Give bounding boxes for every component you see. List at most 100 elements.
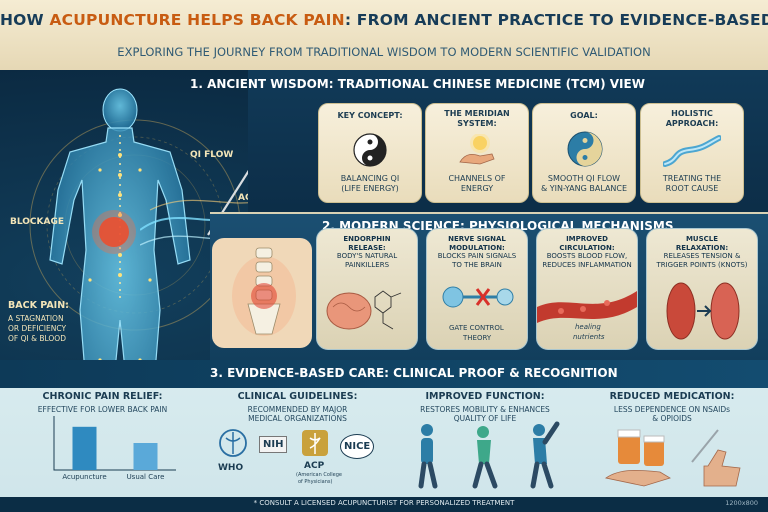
blockage-label: BLOCKAGE bbox=[10, 217, 65, 227]
evidence-col-medication: REDUCED MEDICATION: LESS DEPENDENCE ON N… bbox=[582, 388, 762, 498]
back-pain-line-1: A STAGNATION bbox=[8, 314, 64, 323]
chart-tick-label: Usual Care bbox=[127, 473, 165, 481]
title-part-1: HOW bbox=[0, 11, 50, 29]
pills-thumbs-up-icon bbox=[605, 429, 741, 487]
qi-flow-label: QI FLOW bbox=[190, 150, 234, 160]
title-part-2: : FROM ANCIENT PRACTICE TO EVIDENCE-BASE… bbox=[344, 11, 768, 29]
card-text: MUSCLE RELAXATION: RELEASES TENSION & TR… bbox=[647, 235, 757, 269]
card-body-line-2: (LIFE ENERGY) bbox=[341, 184, 399, 193]
acp-caduceus-icon bbox=[302, 430, 328, 456]
card-nerve-signal-modulation: NERVE SIGNAL MODULATION: BLOCKS PAIN SIG… bbox=[426, 228, 528, 350]
evidence-subheading-1: RESTORES MOBILITY & ENHANCES bbox=[420, 405, 550, 414]
lower-spine-icon bbox=[212, 238, 312, 348]
brain-molecule-icon bbox=[326, 290, 402, 330]
card-improved-circulation: IMPROVED CIRCULATION: BOOSTS BLOOD FLOW,… bbox=[536, 228, 638, 350]
card-line-4: PAINKILLERS bbox=[344, 260, 390, 269]
card-text: IMPROVED CIRCULATION: BOOSTS BLOOD FLOW,… bbox=[537, 235, 637, 269]
who-logo-icon bbox=[219, 429, 247, 457]
acp-note-1: (American College bbox=[296, 472, 342, 478]
chart-bar-acupuncture bbox=[72, 426, 97, 470]
evidence-heading: IMPROVED FUNCTION: bbox=[425, 391, 545, 402]
evidence-subheading-2: MEDICAL ORGANIZATIONS bbox=[248, 414, 347, 423]
card-line-1: MUSCLE bbox=[685, 235, 719, 243]
section-3-band bbox=[0, 360, 768, 388]
card-heading: HOLISTIC bbox=[671, 109, 713, 118]
header-banner bbox=[0, 0, 768, 70]
card-line-4: TO THE BRAIN bbox=[452, 260, 502, 269]
gate-control-caption-2: THEORY bbox=[463, 334, 492, 342]
evidence-subheading-1: LESS DEPENDENCE ON NSAIDs bbox=[613, 405, 731, 414]
section-3-title: 3. EVIDENCE-BASED CARE: CLINICAL PROOF &… bbox=[210, 366, 618, 380]
card-line-3: BODY'S NATURAL bbox=[336, 252, 398, 260]
evidence-col-function: IMPROVED FUNCTION: RESTORES MOBILITY & E… bbox=[395, 388, 575, 498]
section-1-title: 1. ANCIENT WISDOM: TRADITIONAL CHINESE M… bbox=[190, 77, 645, 91]
card-body-line-2: ROOT CAUSE bbox=[665, 184, 719, 193]
card-line-2: CIRCULATION: bbox=[559, 243, 615, 252]
footer-bar bbox=[0, 497, 768, 512]
healing-caption: healing bbox=[575, 323, 601, 331]
chart-axes bbox=[53, 416, 176, 471]
evidence-heading: CHRONIC PAIN RELIEF: bbox=[42, 391, 163, 402]
card-heading: KEY CONCEPT: bbox=[337, 111, 403, 120]
card-body-line-2: & YIN-YANG BALANCE bbox=[540, 184, 628, 193]
card-line-1: ENDORPHIN bbox=[343, 235, 391, 243]
org-who: WHO bbox=[218, 463, 244, 473]
card-endorphin-release: ENDORPHIN RELEASE: BODY'S NATURAL PAINKI… bbox=[316, 228, 418, 350]
back-pain-title: BACK PAIN: bbox=[8, 300, 69, 311]
nerve-gate-icon bbox=[442, 286, 514, 308]
card-line-4: REDUCES INFLAMMATION bbox=[542, 260, 632, 269]
chart-tick-label: Acupuncture bbox=[62, 473, 106, 481]
mobility-figures-icon bbox=[418, 421, 560, 489]
card-line-2: RELEASE: bbox=[348, 243, 386, 252]
card-meridian-system: THE MERIDIAN SYSTEM: CHANNELS OF ENERGY bbox=[425, 103, 529, 203]
nutrients-caption: nutrients bbox=[573, 333, 605, 341]
page-subtitle: EXPLORING THE JOURNEY FROM TRADITIONAL W… bbox=[117, 45, 651, 59]
evidence-subheading-2: & OPIOIDS bbox=[652, 414, 692, 423]
card-line-1: NERVE SIGNAL bbox=[448, 235, 506, 243]
evidence-subheading: EFFECTIVE FOR LOWER BACK PAIN bbox=[37, 405, 168, 414]
card-line-3: BLOCKS PAIN SIGNALS bbox=[437, 252, 517, 260]
card-heading-2: APPROACH: bbox=[665, 119, 719, 128]
card-line-3: RELEASES TENSION & bbox=[663, 252, 741, 260]
evidence-heading: REDUCED MEDICATION: bbox=[609, 391, 735, 402]
org-nice: NICE bbox=[340, 434, 375, 459]
image-dimensions: 1200x800 bbox=[725, 499, 758, 507]
card-body-line-2: ENERGY bbox=[460, 184, 494, 193]
back-pain-line-3: OF QI & BLOOD bbox=[8, 334, 66, 343]
card-muscle-relaxation: MUSCLE RELAXATION: RELEASES TENSION & TR… bbox=[646, 228, 758, 350]
card-line-1: IMPROVED bbox=[566, 235, 608, 243]
card-body-line-1: SMOOTH QI FLOW bbox=[547, 174, 621, 183]
card-holistic-approach: HOLISTIC APPROACH: TREATING THE ROOT CAU… bbox=[640, 103, 744, 203]
card-heading-2: SYSTEM: bbox=[457, 119, 497, 128]
footer-note: * CONSULT A LICENSED ACUPUNCTURIST FOR P… bbox=[253, 499, 515, 507]
chart-bar-usual-care bbox=[133, 443, 158, 470]
evidence-col-guidelines: CLINICAL GUIDELINES: RECOMMENDED BY MAJO… bbox=[205, 388, 390, 498]
muscle-icon bbox=[666, 282, 740, 340]
hand-light-icon bbox=[459, 134, 495, 165]
org-acp: ACP bbox=[304, 461, 325, 471]
card-text: ENDORPHIN RELEASE: BODY'S NATURAL PAINKI… bbox=[317, 235, 417, 269]
card-key-concept: KEY CONCEPT: BALANCING QI (LIFE ENERGY) bbox=[318, 103, 422, 203]
evidence-heading: CLINICAL GUIDELINES: bbox=[237, 391, 358, 402]
title-accent: ACUPUNCTURE HELPS BACK PAIN bbox=[49, 11, 345, 29]
acp-note-2: of Physicians) bbox=[298, 479, 333, 485]
yin-yang-swirl-icon bbox=[567, 131, 603, 167]
yin-yang-icon bbox=[353, 133, 387, 167]
card-text: NERVE SIGNAL MODULATION: BLOCKS PAIN SIG… bbox=[427, 235, 527, 269]
org-nih: NIH bbox=[259, 436, 288, 453]
card-body-line-1: TREATING THE bbox=[662, 174, 722, 183]
evidence-col-pain-relief: CHRONIC PAIN RELIEF: EFFECTIVE FOR LOWER… bbox=[10, 388, 195, 498]
gate-control-caption-1: GATE CONTROL bbox=[449, 324, 504, 332]
card-line-3: BOOSTS BLOOD FLOW, bbox=[546, 252, 628, 260]
card-body-line-1: CHANNELS OF bbox=[448, 174, 506, 183]
card-goal: GOAL: SMOOTH QI FLOW & YIN-YANG BALANCE bbox=[532, 103, 636, 203]
card-line-2: RELAXATION: bbox=[675, 243, 729, 252]
card-line-4: TRIGGER POINTS (KNOTS) bbox=[656, 260, 748, 269]
blood-vessel-icon bbox=[537, 291, 637, 323]
evidence-subheading-2: QUALITY OF LIFE bbox=[453, 414, 517, 423]
river-icon bbox=[663, 135, 721, 167]
back-pain-line-2: OR DEFICIENCY bbox=[8, 324, 67, 333]
pain-relief-bar-chart: Acupuncture Usual Care bbox=[53, 416, 176, 481]
card-line-2: MODULATION: bbox=[449, 243, 505, 252]
